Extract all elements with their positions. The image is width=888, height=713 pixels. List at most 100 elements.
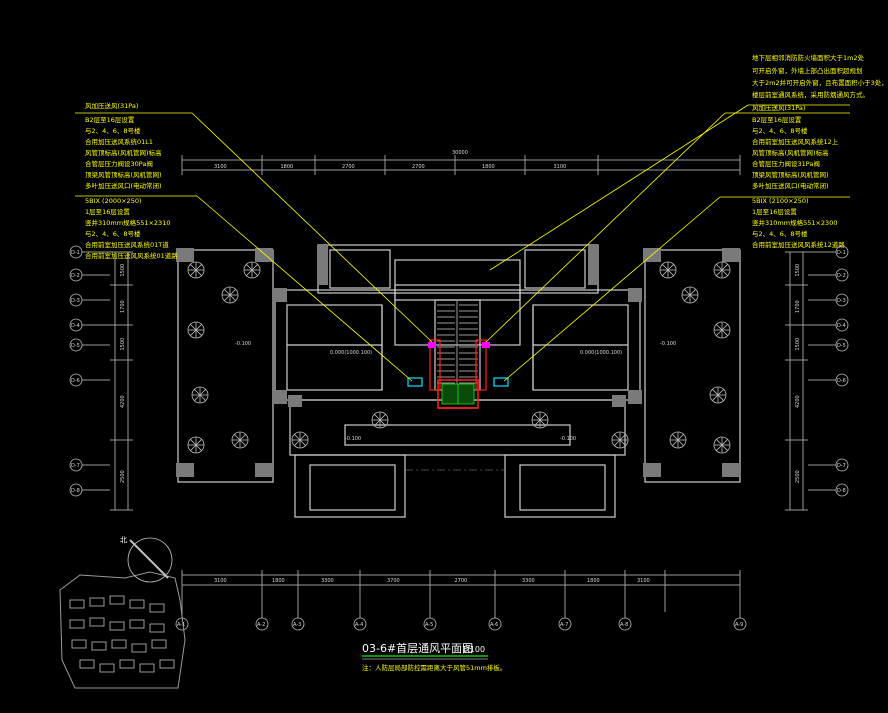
bottom-dimension: 3100 [214, 578, 227, 584]
axis-bubble-label: D-6 [837, 378, 846, 384]
axis-bubble-label: D-2 [71, 273, 80, 279]
top-dimension: 3100 [214, 164, 227, 170]
axis-bubble-label: D-2 [837, 273, 846, 279]
right-dimension: 2500 [795, 470, 801, 483]
left-note-line: 多叶加压送风口(电动常闭) [85, 181, 162, 190]
left-note-line: 与2、4、6、8号楼 [85, 126, 141, 135]
left-vent-line: 合用前室加压送风系统01T道 [85, 240, 169, 249]
left-note-line: 合管层压力阀设30Pa阀 [85, 159, 153, 168]
left-note-head: 风加压送风(31Pa) [85, 101, 138, 110]
right-yard-elevation: -0.100 [660, 341, 676, 347]
drawing-scale: 1:100 [462, 645, 485, 654]
right-note-line: B2层至16层设置 [752, 115, 802, 124]
axis-bubble-label: D-6 [71, 378, 80, 384]
axis-bubble-label: D-1 [837, 250, 846, 256]
axis-bubble-label: D-7 [71, 463, 80, 469]
right-note-line: 与2、4、6、8号楼 [752, 126, 808, 135]
top-total-dimension: 30000 [452, 150, 468, 156]
left-vent-line: 竖井310mm规格551×2310 [85, 218, 170, 227]
axis-bubble-label: A-8 [620, 622, 628, 628]
entrance-right-elevation: -0.100 [560, 436, 576, 442]
axis-bubble-label: D-5 [837, 343, 846, 349]
axis-bubble-label: A-6 [490, 622, 498, 628]
left-annotation: 风加压送风(31Pa) B2层至16层设置 与2、4、6、8号楼 合用加压送风系… [85, 101, 178, 260]
left-yard-elevation: -0.100 [235, 341, 251, 347]
right-note-line: 顶梁风管顶标高(风机管网) [752, 170, 829, 179]
right-hall-elevation: 0.000(1000.100) [580, 350, 622, 356]
building-walls [176, 244, 741, 518]
dimension-labels: 30000 3100 1800 2700 2700 1800 3100 3100 1800 33… [120, 150, 801, 584]
left-note-line: 风管顶标高(风机管网)标高 [85, 148, 162, 157]
bottom-dimension: 3300 [522, 578, 535, 584]
axis-bubble-label: D-3 [71, 298, 80, 304]
right-note-head: 风加压送风(31Pa) [752, 103, 805, 112]
left-dimension: 2500 [120, 470, 126, 483]
north-label: 北 [120, 536, 127, 544]
right-note-line: 合用前室加压送风风系统12上 [752, 137, 839, 146]
bottom-dimension: 1800 [587, 578, 600, 584]
left-dimension: 1700 [120, 300, 126, 313]
pressurization-shafts [407, 339, 509, 409]
left-note-line: 合用加压送风系统01L1 [85, 137, 153, 146]
axis-bubble-label: A-2 [257, 622, 265, 628]
axis-bubble-label: A-7 [560, 622, 568, 628]
left-hall-elevation: 0.000(1000.100) [330, 350, 372, 356]
axis-grid [110, 155, 808, 612]
right-top-note: 大于2m2并可开启外窗，且布置面积小于3处， [752, 78, 888, 87]
bottom-dimension: 3700 [387, 578, 400, 584]
right-vent-head: 5BIX (2100×250) [752, 197, 809, 205]
right-note-line: 风管顶标高(风机管网)标高 [752, 148, 829, 157]
right-top-note: 楼层前室通风系统，采用防烟通风方式。 [752, 90, 869, 99]
top-dimension: 1800 [482, 164, 495, 170]
left-dimension: 1500 [120, 264, 126, 277]
left-vent-head: 5BIX (2000×250) [85, 197, 142, 205]
top-dimension: 1800 [281, 164, 294, 170]
right-dimension: 1500 [795, 264, 801, 277]
bottom-dimension: 3100 [637, 578, 650, 584]
right-annotation: 地下层相邻消防防火墙面积大于1m2处 可开启外窗，外墙上部凸出面积超规划 大于2… [752, 53, 888, 249]
drawing-title: 03-6#首层通风平面图 [362, 641, 473, 655]
left-dimension: 1500 [120, 338, 126, 351]
axis-bubble-label: D-5 [71, 343, 80, 349]
left-vent-line: 1层至16层设置 [85, 207, 130, 216]
axis-bubble-label: D-8 [71, 488, 80, 494]
top-dimension: 3100 [554, 164, 567, 170]
right-vent-line: 竖井310mm规格551×2300 [752, 218, 837, 227]
landscape-trees [187, 261, 731, 454]
drawing-footnote: 注：人防层局部防控需距离大于风管51mm排板。 [362, 663, 506, 672]
left-vent-line: 合用前室加压送风风系统01道路 [85, 251, 178, 260]
axis-bubble-label: A-4 [355, 622, 363, 628]
right-note-line: 合管层压力阀设31Pa阀 [752, 159, 820, 168]
right-vent-line: 1层至16层设置 [752, 207, 797, 216]
axis-bubble-label: D-8 [837, 488, 846, 494]
right-top-note: 地下层相邻消防防火墙面积大于1m2处 [752, 53, 865, 62]
right-dimension: 1700 [795, 300, 801, 313]
left-note-line: B2层至16层设置 [85, 115, 135, 124]
axis-bubble-label: A-5 [425, 622, 433, 628]
left-vent-line: 与2、4、6、8号楼 [85, 229, 141, 238]
bottom-dimension: 3300 [321, 578, 334, 584]
bottom-dimension: 2700 [455, 578, 468, 584]
axis-bubble-label: D-3 [837, 298, 846, 304]
annotation-leaders [75, 104, 850, 382]
right-top-note: 可开启外窗，外墙上部凸出面积超规划 [752, 66, 863, 75]
axis-bubble-label: D-7 [837, 463, 846, 469]
bottom-dimension: 1800 [272, 578, 285, 584]
axis-bubble-label: A-3 [293, 622, 301, 628]
room-labels: 0.000(1000.100) 0.000(1000.100) -0.100 -… [235, 341, 676, 442]
entrance-left-elevation: -0.100 [345, 436, 361, 442]
left-note-line: 顶梁风管顶标高(风机管网) [85, 170, 162, 179]
axis-bubble-label: D-1 [71, 250, 80, 256]
left-dimension: 4200 [120, 395, 126, 408]
axis-bubbles: D-1D-2D-3D-4D-5D-6D-7D-8D-1D-2D-3D-4D-5D… [69, 245, 849, 631]
right-dimension: 4200 [795, 395, 801, 408]
top-dimension: 2700 [342, 164, 355, 170]
axis-bubble-label: A-9 [735, 622, 743, 628]
right-vent-line: 合用前室加压送风风系统12道路 [752, 240, 845, 249]
right-vent-line: 与2、4、6、8号楼 [752, 229, 808, 238]
right-note-line: 多叶加压送风口(电动常闭) [752, 181, 829, 190]
title-block: 03-6#首层通风平面图 1:100 注：人防层局部防控需距离大于风管51mm排… [362, 641, 506, 672]
axis-bubble-label: D-4 [837, 323, 846, 329]
site-minimap: 北 [59, 536, 186, 689]
